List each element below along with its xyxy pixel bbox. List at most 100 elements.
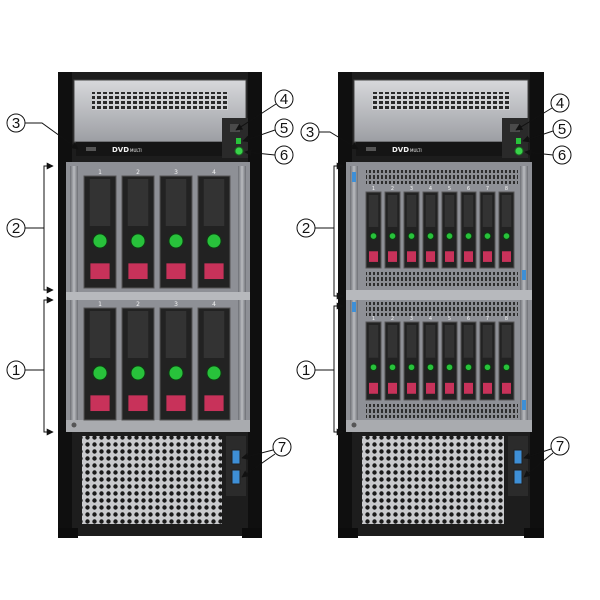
leader-4 xyxy=(515,107,553,131)
drive-release-label[interactable] xyxy=(426,251,435,262)
drive-handle[interactable] xyxy=(127,179,149,227)
drive-release-label[interactable] xyxy=(204,263,224,280)
cage-divider xyxy=(66,292,250,300)
drive-handle[interactable] xyxy=(425,325,436,358)
drive-bay-number: 3 xyxy=(410,316,413,322)
power-button[interactable] xyxy=(514,146,524,156)
callouts-right: 2 1 3 4 5 6 7 xyxy=(296,93,572,478)
drive-handle[interactable] xyxy=(127,311,149,359)
drive-bay-number: 1 xyxy=(98,301,102,308)
uid-button[interactable] xyxy=(510,124,520,132)
drive-release-label[interactable] xyxy=(426,382,435,394)
drive-release-label[interactable] xyxy=(90,395,110,412)
drive-bay-number: 7 xyxy=(486,316,489,322)
drive-handle[interactable] xyxy=(463,195,474,227)
power-button[interactable] xyxy=(234,146,244,156)
drive-release-label[interactable] xyxy=(90,263,110,280)
drive-release-label[interactable] xyxy=(166,395,186,412)
drive-handle[interactable] xyxy=(203,179,225,227)
drive-handle[interactable] xyxy=(425,195,436,227)
drive-handle[interactable] xyxy=(387,325,398,358)
drive-release-label[interactable] xyxy=(407,251,416,262)
drive-handle[interactable] xyxy=(368,195,379,227)
drive-release-label[interactable] xyxy=(464,382,473,394)
drive-release-label[interactable] xyxy=(166,263,186,280)
drive-bay-number: 2 xyxy=(136,301,140,308)
optical-drive xyxy=(356,142,502,156)
drive-release-label[interactable] xyxy=(445,251,454,262)
optical-eject-button[interactable] xyxy=(366,147,376,151)
drive-release-label[interactable] xyxy=(464,251,473,262)
usb-port[interactable] xyxy=(231,449,241,465)
drive-handle[interactable] xyxy=(444,325,455,358)
drive-release-label[interactable] xyxy=(128,395,148,412)
drive-bay-number: 2 xyxy=(391,316,394,322)
drive-bay-number: 4 xyxy=(212,169,216,176)
drive-handle[interactable] xyxy=(203,311,225,359)
drive-status-led xyxy=(168,233,184,249)
drive-handle[interactable] xyxy=(501,195,512,227)
drive-release-label[interactable] xyxy=(388,251,397,262)
drive-release-label[interactable] xyxy=(204,395,224,412)
drive-release-label[interactable] xyxy=(502,251,511,262)
blue-latch[interactable] xyxy=(352,172,356,182)
drive-handle[interactable] xyxy=(482,325,493,358)
blue-latch[interactable] xyxy=(522,270,526,280)
callout-label-3: 3 xyxy=(306,124,314,141)
screw xyxy=(351,422,357,428)
usb-port[interactable] xyxy=(513,469,523,485)
drive-status-led xyxy=(168,365,184,381)
leader-5 xyxy=(522,130,554,143)
front-grille xyxy=(362,436,504,524)
drive-release-label[interactable] xyxy=(483,251,492,262)
drive-handle[interactable] xyxy=(406,195,417,227)
leader-7 xyxy=(523,452,554,478)
blue-latch[interactable] xyxy=(522,400,526,410)
chassis-side-right xyxy=(530,72,544,536)
drive-bay-number: 1 xyxy=(98,169,102,176)
drive-handle[interactable] xyxy=(406,325,417,358)
drive-release-label[interactable] xyxy=(483,382,492,394)
drive-handle[interactable] xyxy=(463,325,474,358)
cage-divider xyxy=(346,290,532,300)
drive-bay-number: 4 xyxy=(429,316,432,322)
health-led xyxy=(236,138,241,144)
drive-release-label[interactable] xyxy=(388,382,397,394)
chassis-foot-left xyxy=(338,528,358,538)
blue-latch[interactable] xyxy=(352,302,356,312)
drive-release-label[interactable] xyxy=(407,382,416,394)
drive-bay-number: 8 xyxy=(505,316,508,322)
drive-handle[interactable] xyxy=(165,311,187,359)
uid-button[interactable] xyxy=(230,124,240,132)
drive-handle[interactable] xyxy=(89,311,111,359)
drive-release-label[interactable] xyxy=(445,382,454,394)
chassis-foot-right xyxy=(524,528,544,538)
drive-status-led xyxy=(92,233,108,249)
optical-eject-button[interactable] xyxy=(86,147,96,151)
perforated-strip xyxy=(366,272,518,286)
usb-port[interactable] xyxy=(513,449,523,465)
bottom-plate xyxy=(66,420,250,432)
drive-release-label[interactable] xyxy=(369,382,378,394)
drive-status-led xyxy=(130,365,146,381)
drive-handle[interactable] xyxy=(444,195,455,227)
drive-handle[interactable] xyxy=(165,179,187,227)
usb-port[interactable] xyxy=(231,469,241,485)
drive-bay-number: 2 xyxy=(391,186,394,192)
drive-handle[interactable] xyxy=(89,179,111,227)
drive-bay-number: 8 xyxy=(505,186,508,192)
media-bay xyxy=(353,79,529,143)
drive-handle[interactable] xyxy=(482,195,493,227)
drive-handle[interactable] xyxy=(368,325,379,358)
drive-handle[interactable] xyxy=(501,325,512,358)
top-vent xyxy=(372,92,510,110)
drive-release-label[interactable] xyxy=(128,263,148,280)
drive-handle[interactable] xyxy=(387,195,398,227)
drive-release-label[interactable] xyxy=(369,251,378,262)
drive-release-label[interactable] xyxy=(502,382,511,394)
drive-status-led xyxy=(445,232,454,240)
drive-status-led xyxy=(369,363,378,372)
